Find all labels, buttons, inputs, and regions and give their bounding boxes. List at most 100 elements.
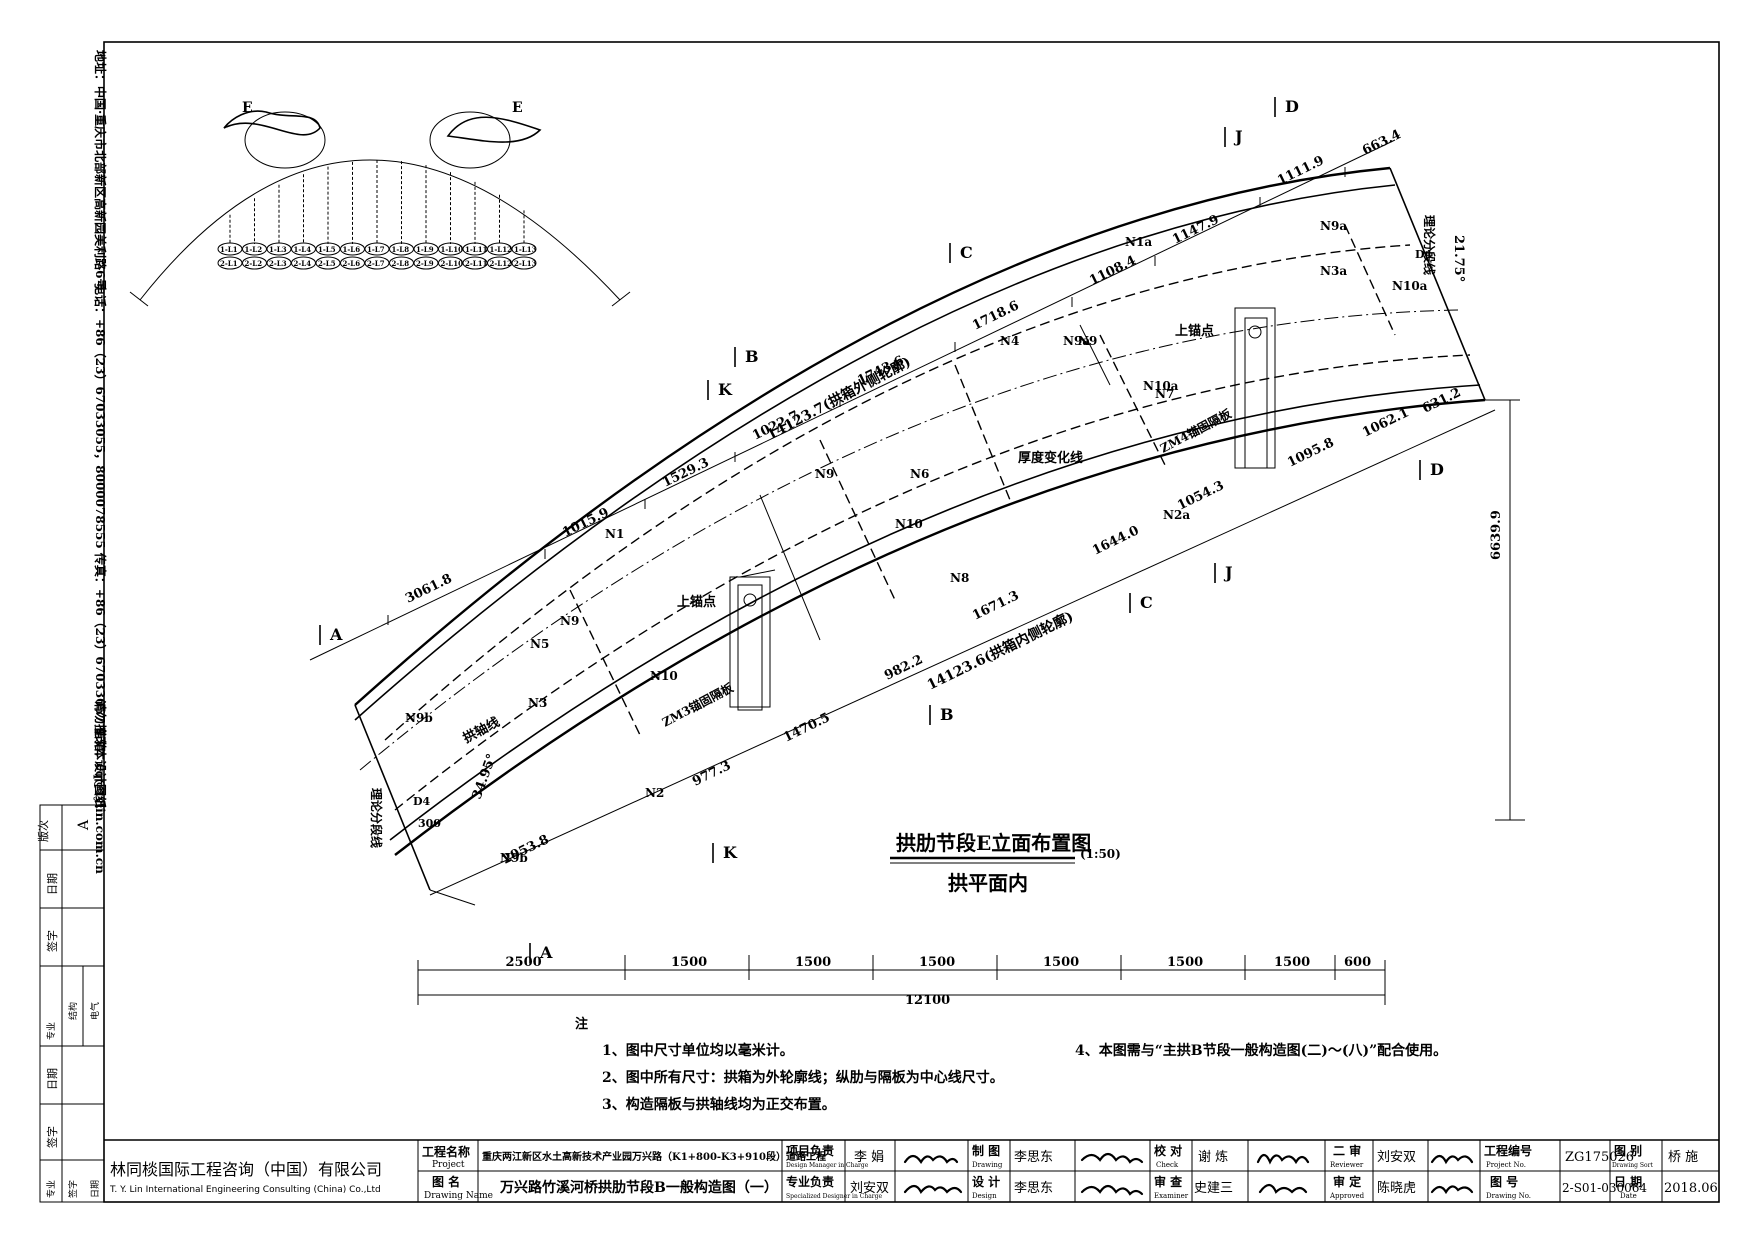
designer-label: 设 计	[972, 1174, 1000, 1189]
member-label: N9	[560, 614, 579, 628]
note-1: 1、图中尺寸单位均以毫米计。	[602, 1042, 794, 1059]
key-plan-tag	[511, 256, 537, 270]
left-section-line	[354, 704, 431, 891]
side-bottom-1: 专业	[45, 1180, 57, 1198]
arch-bottom-edge	[394, 398, 1486, 856]
d4-right-label: D4	[1415, 248, 1433, 261]
member-label: N3	[528, 696, 547, 710]
side-contact: 电话：+86（23）67033055，8000078555 传真：+86（23）…	[93, 283, 108, 874]
sort-label: 图 别	[1614, 1144, 1642, 1158]
drawing-name: 万兴路竹溪河桥拱肋节段B一般构造图（一）	[499, 1179, 778, 1196]
member-labels: N1N1aN2N2aN3N3aN4N5N6N7N8N9N9N9N9aN9aN9b…	[405, 219, 1428, 865]
side-sign-label-1: 签字	[45, 930, 59, 952]
bottom-dim-label: 1500	[1274, 955, 1310, 970]
key-plan-label-row1: 1-L5	[318, 245, 336, 254]
member-label: N9a	[1063, 334, 1090, 348]
drawing-label: 图 名	[432, 1174, 460, 1189]
outer-dim-label: 3061.8	[403, 571, 454, 606]
side-date-label-1: 日期	[46, 873, 59, 895]
designer-en: Design	[972, 1192, 997, 1200]
outer-dim-label: 1147.9	[1170, 212, 1221, 247]
inner-dim-label: 977.3	[690, 758, 733, 789]
checker-en: Check	[1156, 1161, 1179, 1169]
company-name-en: T. Y. Lin International Engineering Cons…	[109, 1185, 381, 1195]
date-label: 日 期	[1614, 1174, 1642, 1189]
key-plan-label-row1: 1-L8	[392, 245, 410, 254]
key-plan-label-row2: 2-L8	[392, 259, 410, 268]
checker-name: 谢 炼	[1198, 1149, 1228, 1165]
key-plan-label-row1: 1-L3	[269, 245, 287, 254]
side-bottom-2: 签字	[67, 1180, 79, 1198]
section-mark: D	[1285, 97, 1299, 116]
section-mark: D	[1430, 460, 1444, 479]
project-name: 重庆两江新区水土高新技术产业园万兴路（K1+800-K3+910段）道路工程	[482, 1150, 826, 1163]
drawing-label-en: Drawing Name	[424, 1191, 493, 1201]
signature-examiner	[1258, 1183, 1308, 1194]
key-plan-label-row2: 2-L10	[441, 259, 464, 268]
member-label: N4	[1000, 334, 1019, 348]
side-bottom-3: 日期	[90, 1180, 101, 1198]
key-plan-label-row2: 2-L2	[245, 259, 263, 268]
angle-right-label: 21.75°	[1451, 235, 1466, 282]
inner-dim-label: 1671.3	[970, 588, 1021, 623]
signature-designer	[1080, 1184, 1144, 1196]
bottom-dim-label: 2500	[506, 955, 542, 970]
revision-value: A	[76, 819, 92, 831]
key-plan-label-row2: 2-L7	[367, 259, 385, 268]
drafter-label: 制 图	[972, 1143, 1000, 1158]
revision-label: 版次	[36, 820, 50, 842]
notes: 注 1、图中尺寸单位均以毫米计。 2、图中所有尺寸：拱箱为外轮廓线；纵肋与隔板为…	[575, 1016, 1447, 1113]
right-section-line	[1389, 167, 1486, 401]
company-name-cn: 林同棪国际工程咨询（中国）有限公司	[110, 1160, 382, 1179]
member-label: N9b	[500, 851, 528, 865]
key-plan-label-row2: 2-L5	[318, 259, 336, 268]
bottom-dim-label: 1500	[795, 955, 831, 970]
signature-spec-resp	[903, 1184, 963, 1195]
note-2: 2、图中所有尺寸：拱箱为外轮廓线；纵肋与隔板为中心线尺寸。	[602, 1069, 1004, 1086]
arch-outer-top-inner	[354, 184, 1396, 721]
member-label: N10	[895, 517, 923, 531]
drawing-subtitle: 拱平面内	[948, 871, 1028, 895]
note-4: 4、本图需与“主拱B节段一般构造图(二)～(八)”配合使用。	[1075, 1042, 1447, 1059]
dwg-no: 2-S01-030064	[1562, 1181, 1647, 1195]
arch-axis-line	[359, 309, 1461, 771]
section-mark: C	[1140, 593, 1153, 612]
inner-dim-label: 1470.5	[781, 710, 832, 745]
outer-dim-label: 663.4	[1360, 127, 1403, 158]
drawing-title: 拱肋节段E立面布置图	[896, 831, 1091, 855]
signature-reviewer	[1430, 1154, 1474, 1165]
outer-dim-label: 1718.6	[970, 298, 1021, 333]
sheet-border	[103, 41, 1720, 1203]
side-strip-border	[39, 804, 105, 1203]
d4-left-label: D4	[413, 795, 431, 808]
height-dim-label: 6639.9	[1489, 510, 1504, 560]
section-mark: K	[718, 380, 733, 399]
d300-label: 300	[418, 817, 441, 830]
note-3: 3、构造隔板与拱轴线均为正交布置。	[602, 1096, 836, 1113]
arch-bottom-inner	[389, 384, 1481, 841]
member-label: N3a	[1320, 264, 1347, 278]
key-plan-e-right: E	[512, 100, 523, 116]
member-label: N10a	[1392, 279, 1428, 293]
member-label: N7	[1155, 387, 1174, 401]
member-label: N2a	[1163, 508, 1190, 522]
section-mark: B	[940, 705, 954, 724]
side-strip: 地址：中国·重庆市北部新区高新园美利路6号 电话：+86（23）67033055…	[36, 50, 108, 1202]
key-plan-label-row2: 2-L3	[269, 259, 287, 268]
section-mark: A	[329, 625, 343, 644]
key-plan-label-row1: 1-L10	[441, 245, 464, 254]
arch-axis-label: 拱轴线	[460, 714, 502, 746]
section-mark: C	[960, 243, 973, 262]
member-label: N10	[650, 669, 678, 683]
project-label: 工程名称	[422, 1144, 470, 1159]
outer-dim-label: 1108.4	[1087, 253, 1138, 288]
examiner-name: 史建三	[1194, 1181, 1233, 1196]
side-address: 地址：中国·重庆市北部新区高新园美利路6号	[93, 50, 108, 291]
reviewer-en: Reviewer	[1330, 1161, 1364, 1169]
drafter-en: Drawing	[972, 1161, 1003, 1169]
